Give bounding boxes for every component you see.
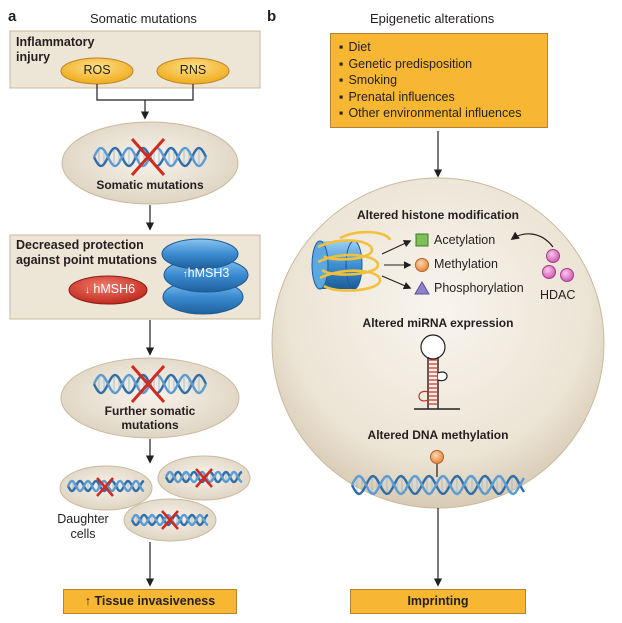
dna-helix-d2 xyxy=(164,470,243,484)
tissue-invasiveness-label: Tissue invasiveness xyxy=(94,594,216,608)
dna-helix-b xyxy=(350,474,526,496)
factor-list: Diet Genetic predisposition Smoking Pren… xyxy=(339,39,547,122)
acetylation-square xyxy=(415,233,429,247)
up-arrow-icon: ↑ xyxy=(84,594,92,608)
hdac-arrow xyxy=(510,231,554,248)
hmsh3-label: ↑hMSH3 xyxy=(168,266,244,280)
imprinting-box: Imprinting xyxy=(350,589,526,614)
dna-strand xyxy=(164,470,243,484)
rns-label: RNS xyxy=(179,63,207,77)
inflammatory-injury-label: Inflammatory injury xyxy=(16,35,95,64)
further-mutations-line1: Further somatic xyxy=(104,404,196,418)
up-arrow-icon: ↑ xyxy=(182,269,188,280)
mutation-cross-1 xyxy=(130,138,166,176)
hdac-label: HDAC xyxy=(540,288,576,302)
phosphorylation-triangle xyxy=(414,281,430,295)
dna-strand xyxy=(66,479,145,493)
factors-box: Diet Genetic predisposition Smoking Pren… xyxy=(330,33,548,128)
mutation-cross-d1 xyxy=(96,477,114,497)
panel-b-title: Epigenetic alterations xyxy=(370,11,495,26)
phosphorylation-label: Phosphorylation xyxy=(434,281,524,295)
daughter-line1: Daughter xyxy=(57,512,109,526)
factor-item: Other environmental influences xyxy=(339,105,547,122)
mutation-cross-d2 xyxy=(195,468,213,488)
hmsh6-oval xyxy=(68,275,148,305)
arrow-phosphorylation xyxy=(381,275,412,290)
somatic-mutations-label: Somatic mutations xyxy=(96,178,204,192)
factor-item: Genetic predisposition xyxy=(339,56,547,73)
factor-item: Smoking xyxy=(339,72,547,89)
factor-item: Prenatal influences xyxy=(339,89,547,106)
mutation-cross-d3 xyxy=(161,510,179,530)
further-mutations-label: Further somatic mutations xyxy=(90,404,210,432)
factor-item: Diet xyxy=(339,39,547,56)
hmsh3-text: hMSH3 xyxy=(187,266,230,280)
mirna-hairpin xyxy=(414,334,460,410)
dna-strand xyxy=(130,513,209,527)
dna-methylation-title: Altered DNA methylation xyxy=(367,428,509,442)
daughter-cells-label: Daughter cells xyxy=(48,512,118,542)
methyl-group-ball xyxy=(430,450,444,464)
somatic-mutations-ellipse xyxy=(61,121,239,205)
methylation-label: Methylation xyxy=(434,257,498,271)
tissue-invasiveness-box: ↑ Tissue invasiveness xyxy=(63,589,237,614)
panel-a-title: Somatic mutations xyxy=(90,11,197,26)
methylation-circle xyxy=(415,258,429,272)
panel-letter-b: b xyxy=(267,8,277,25)
mirna-title: Altered miRNA expression xyxy=(362,316,514,330)
histone-title: Altered histone modification xyxy=(356,208,519,222)
arrow-acetylation xyxy=(381,240,412,255)
down-arrow-icon: ↓ xyxy=(84,285,90,296)
dna-helix-d3 xyxy=(130,513,209,527)
acetylation-label: Acetylation xyxy=(434,233,496,247)
nucleosome-icon xyxy=(311,230,392,292)
hmsh6-text: hMSH6 xyxy=(93,282,136,296)
hmsh3-disc-top xyxy=(161,238,239,270)
daughter-line2: cells xyxy=(70,527,96,541)
further-mutations-line2: mutations xyxy=(121,418,179,432)
decreased-protection-label: Decreased protection against point mutat… xyxy=(16,238,157,267)
dna-strand xyxy=(350,474,526,496)
ros-label: ROS xyxy=(83,63,111,77)
hdac-ball-1 xyxy=(546,249,560,263)
ros-rns-connector xyxy=(96,84,194,118)
hdac-ball-2 xyxy=(542,265,556,279)
hmsh6-label: ↓ hMSH6 xyxy=(74,282,146,296)
mutation-cross-2 xyxy=(130,365,166,403)
hdac-ball-3 xyxy=(560,268,574,282)
panel-letter-a: a xyxy=(8,8,17,25)
